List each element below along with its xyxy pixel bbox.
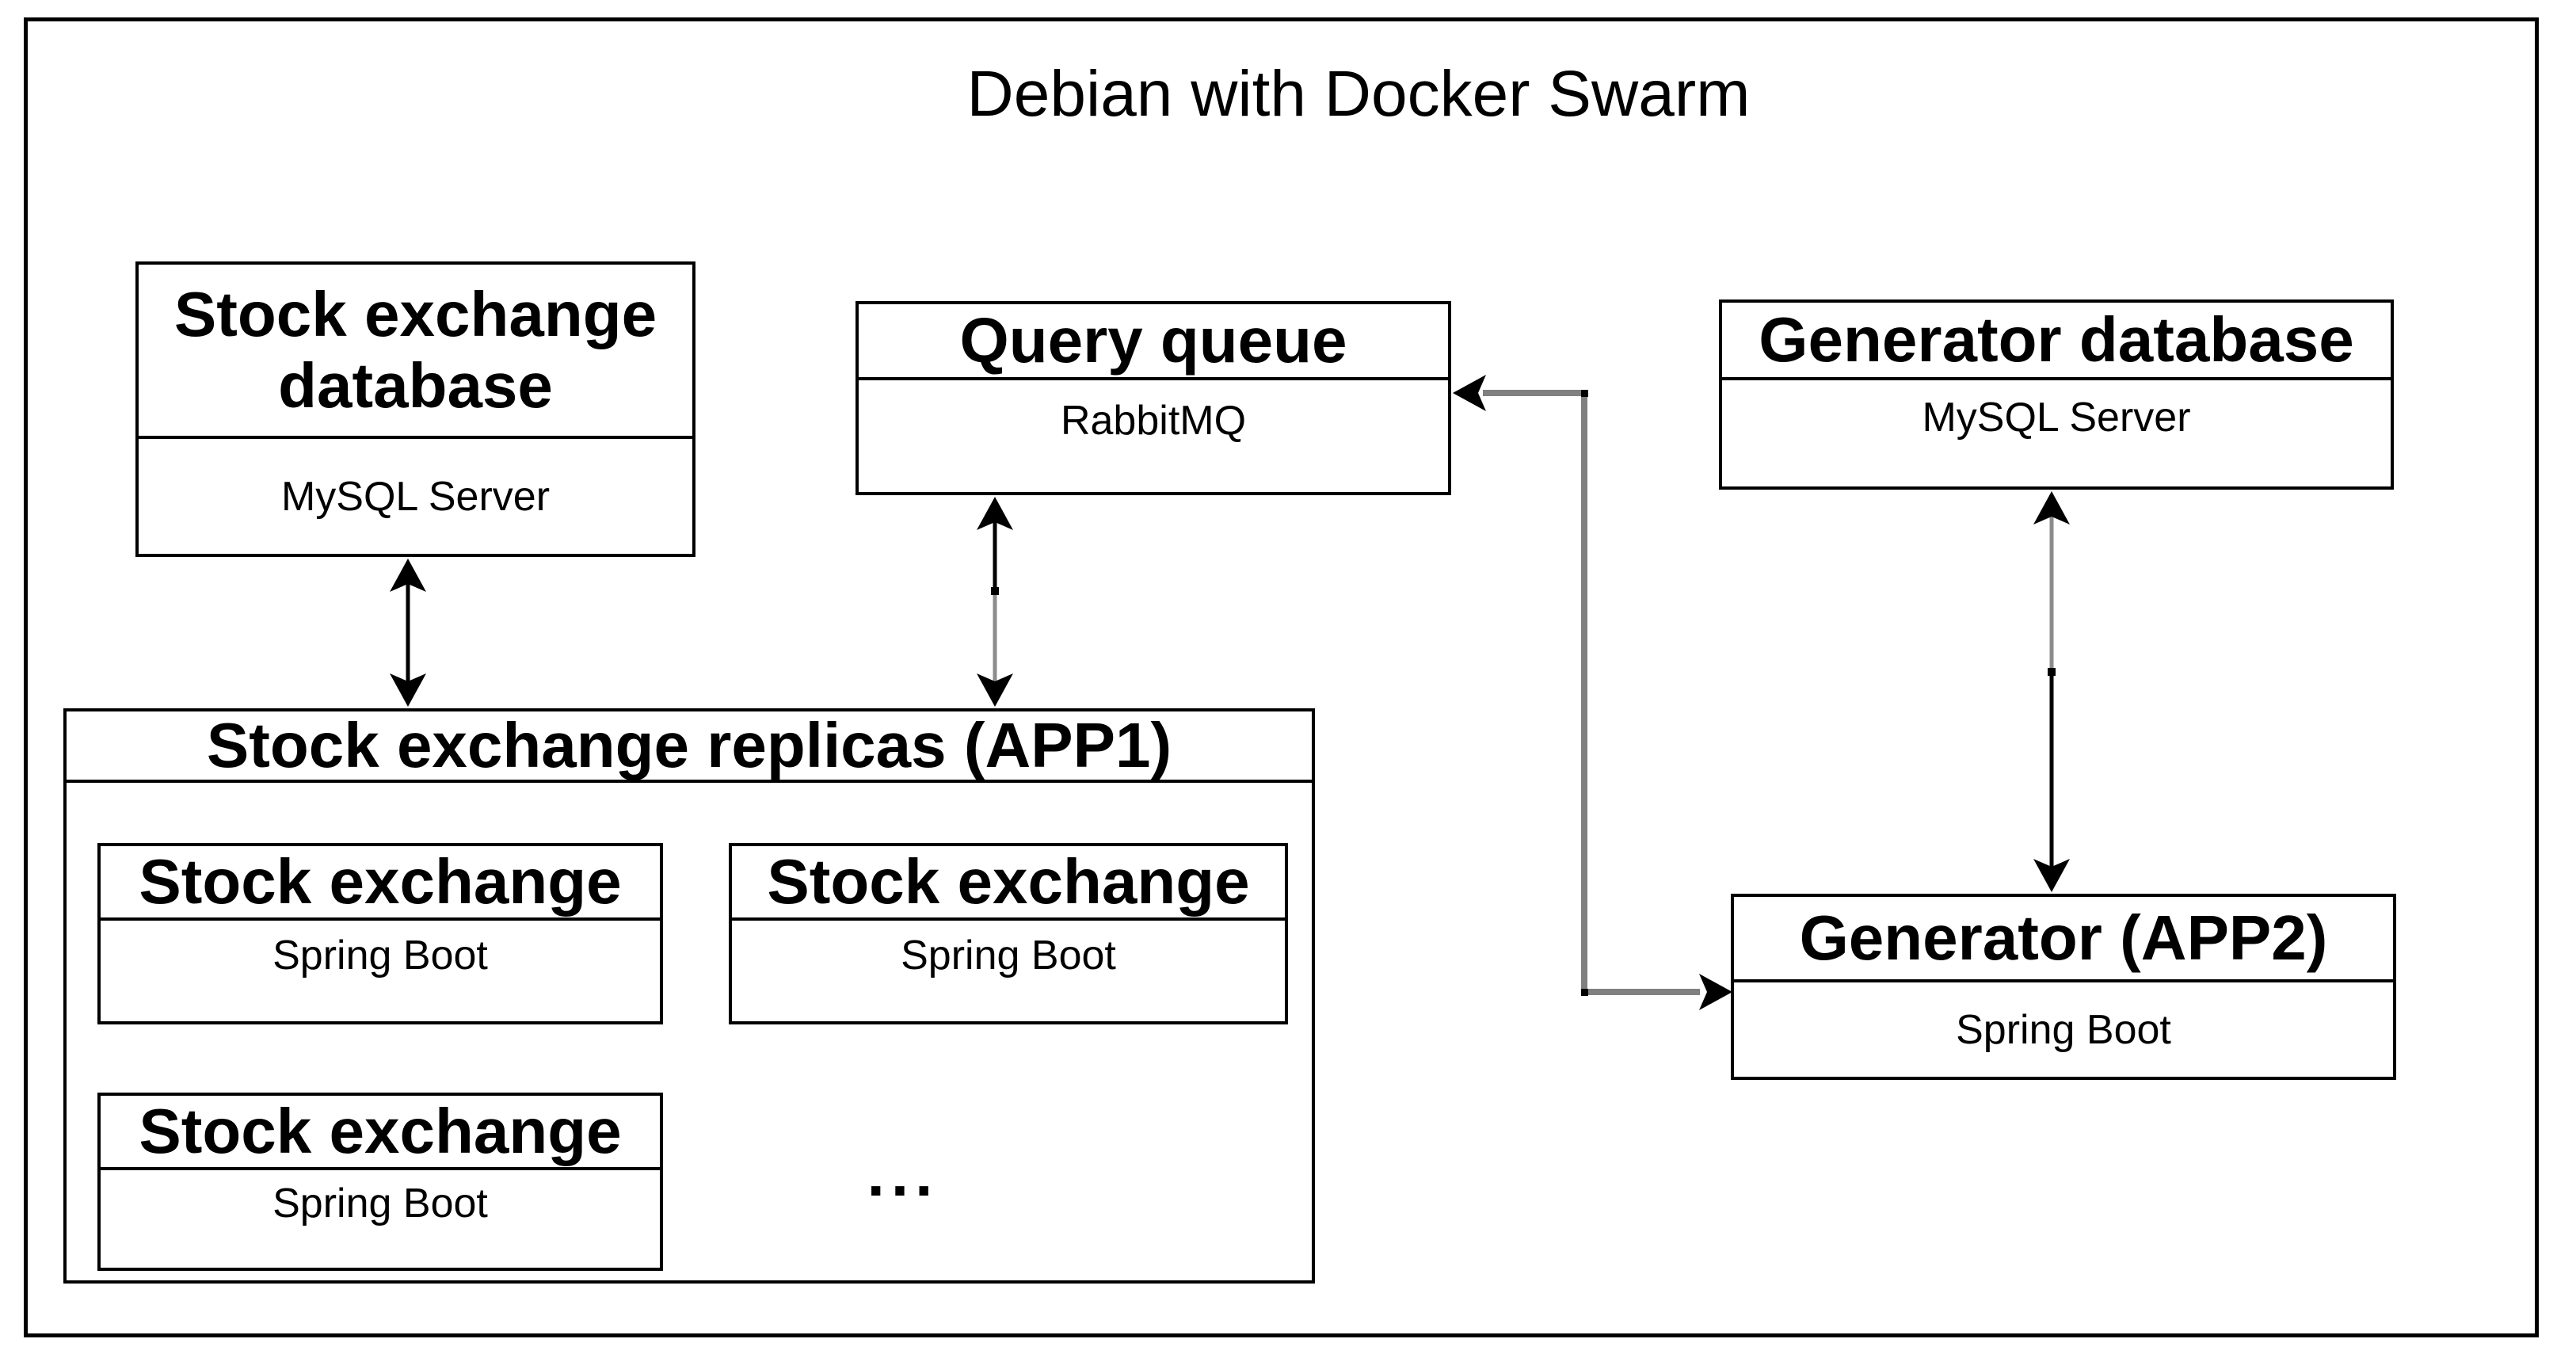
node-subtitle: MySQL Server xyxy=(1922,395,2191,441)
node-title: Query queue xyxy=(859,304,1448,380)
node-subtitle: Spring Boot xyxy=(272,932,488,978)
node-title: Stock exchange replicas (APP1) xyxy=(67,710,1312,783)
node-generator-database: Generator database MySQL Server xyxy=(1719,299,2394,490)
node-stock-exchange-replica-2: Stock exchange Spring Boot xyxy=(729,843,1288,1024)
node-title: Stock exchange database xyxy=(139,265,692,439)
node-title: Stock exchange xyxy=(101,846,660,921)
diagram-title: Debian with Docker Swarm xyxy=(966,58,1751,130)
node-title: Stock exchange xyxy=(101,1096,660,1170)
node-subtitle: RabbitMQ xyxy=(1060,397,1247,444)
node-generator-app2: Generator (APP2) Spring Boot xyxy=(1731,894,2396,1080)
node-subtitle: Spring Boot xyxy=(901,932,1116,978)
node-title: Generator (APP2) xyxy=(1734,897,2393,982)
node-stock-exchange-database: Stock exchange database MySQL Server xyxy=(135,261,695,557)
node-title: Generator database xyxy=(1722,303,2391,380)
node-subtitle: Spring Boot xyxy=(1956,1006,2171,1053)
node-query-queue: Query queue RabbitMQ xyxy=(855,301,1451,495)
more-replicas-ellipsis: ... xyxy=(867,1139,939,1209)
outer-border xyxy=(24,17,2539,1337)
node-stock-exchange-replica-1: Stock exchange Spring Boot xyxy=(97,843,663,1024)
node-title: Stock exchange xyxy=(732,846,1285,921)
node-subtitle: MySQL Server xyxy=(280,473,551,520)
node-subtitle: Spring Boot xyxy=(272,1180,488,1226)
node-stock-exchange-replica-3: Stock exchange Spring Boot xyxy=(97,1093,663,1271)
